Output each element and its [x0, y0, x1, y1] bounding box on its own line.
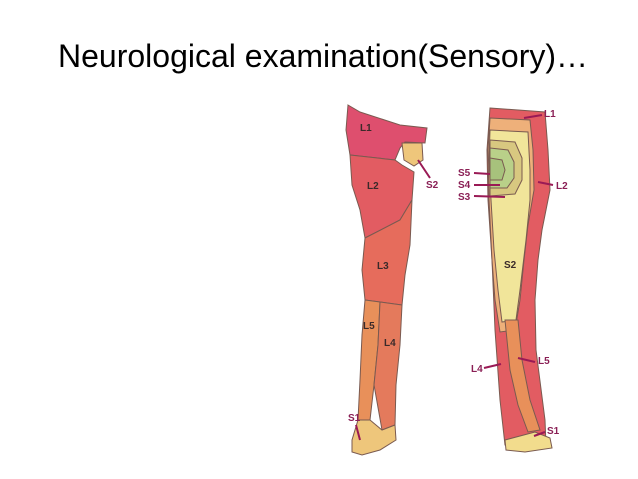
- front-leg-label-S2: S2: [426, 180, 439, 191]
- front-leg-label-S1: S1: [348, 413, 361, 424]
- back-leg-label-L2: L2: [556, 181, 568, 192]
- slide-title: Neurological examination(Sensory)…: [58, 38, 589, 74]
- back-leg-L5-region: [504, 319, 541, 433]
- back-leg-L1-pointer: [523, 114, 543, 119]
- front-leg-L3-region: [361, 199, 413, 306]
- back-leg-label-L5: L5: [538, 356, 550, 367]
- back-leg-label-S1: S1: [547, 426, 560, 437]
- front-leg-label-L1: L1: [360, 123, 372, 134]
- front-leg-label-L5: L5: [363, 321, 375, 332]
- back-leg-S3-pointer: [473, 195, 506, 198]
- back-leg-label-S2: S2: [504, 260, 517, 271]
- front-leg-S2-pointer: [417, 159, 431, 179]
- front-leg-S1-pointer: [355, 424, 361, 441]
- front-leg-label-L2: L2: [367, 181, 379, 192]
- back-leg-S5-pointer: [473, 172, 491, 175]
- back-leg-S1-pointer: [533, 431, 546, 437]
- anterior-leg: L1 S2 L2 L3 L5 L4 S1: [345, 104, 439, 456]
- back-leg-label-S4: S4: [458, 180, 471, 191]
- back-leg-L2-pointer: [537, 181, 554, 186]
- front-foot-region: [351, 419, 397, 456]
- back-leg-S1-region: [504, 431, 553, 453]
- back-leg-label-S3: S3: [458, 192, 471, 203]
- posterior-leg: L1 S5 S4 S3 L2 S2 L4 L5 S1: [458, 107, 568, 453]
- back-leg-label-L4: L4: [471, 364, 483, 375]
- front-leg-label-L3: L3: [377, 261, 389, 272]
- back-leg-label-L1: L1: [544, 109, 556, 120]
- front-leg-L1-region: [345, 104, 428, 161]
- back-leg-L5-pointer: [517, 357, 536, 363]
- front-leg-label-L4: L4: [384, 338, 396, 349]
- back-leg-L4-pointer: [483, 363, 502, 369]
- back-leg-label-S5: S5: [458, 168, 471, 179]
- back-leg-S5-region: [489, 157, 506, 181]
